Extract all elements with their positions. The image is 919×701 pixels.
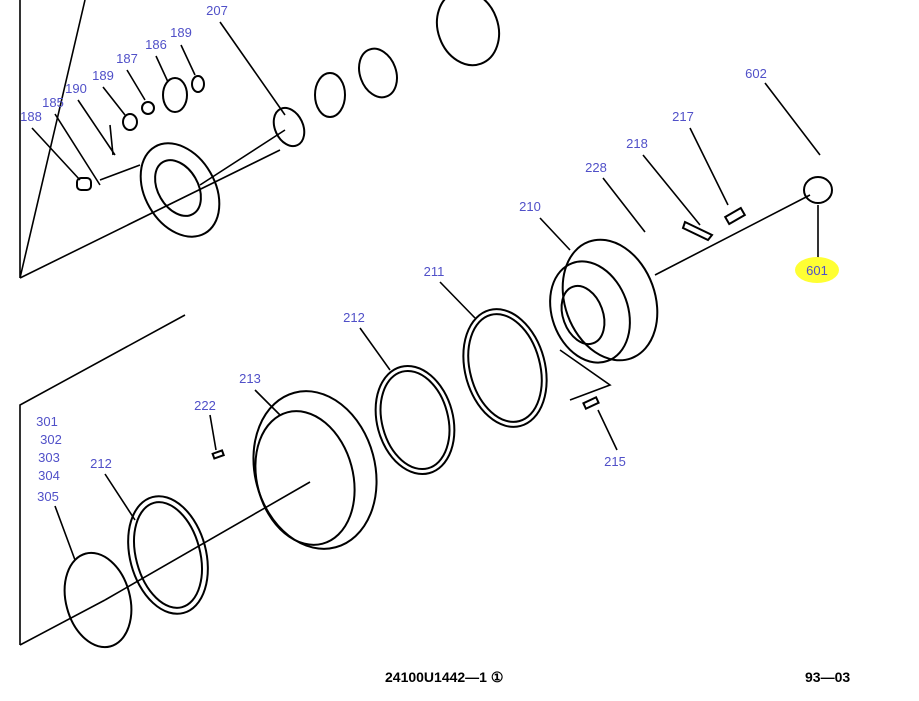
- label-190[interactable]: 190: [65, 81, 87, 96]
- label-186[interactable]: 186: [145, 37, 167, 52]
- hub-assembly: [549, 176, 833, 411]
- label-212[interactable]: 212: [90, 456, 112, 471]
- label-189[interactable]: 189: [170, 25, 192, 40]
- label-304[interactable]: 304: [38, 468, 60, 483]
- label-302[interactable]: 302: [40, 432, 62, 447]
- callout-labels: 207 189 186 187 189 190 185 188 602 217 …: [20, 3, 828, 504]
- label-212[interactable]: 212: [343, 310, 365, 325]
- leader-lines: [31, 21, 821, 561]
- label-301[interactable]: 301: [36, 414, 58, 429]
- label-207[interactable]: 207: [206, 3, 228, 18]
- label-210[interactable]: 210: [519, 199, 541, 214]
- label-218[interactable]: 218: [626, 136, 648, 151]
- highlight-601: [795, 257, 839, 283]
- label-602[interactable]: 602: [745, 66, 767, 81]
- rings: [63, 308, 548, 649]
- label-211[interactable]: 211: [424, 264, 445, 279]
- label-228[interactable]: 228: [585, 160, 607, 175]
- label-213[interactable]: 213: [239, 371, 261, 386]
- label-601[interactable]: 601: [806, 263, 828, 278]
- label-217[interactable]: 217: [672, 109, 694, 124]
- page-number: 93—03: [805, 669, 850, 685]
- label-303[interactable]: 303: [38, 450, 60, 465]
- drawing-number: 24100U1442—1 ①: [385, 669, 503, 685]
- label-222[interactable]: 222: [194, 398, 216, 413]
- label-305[interactable]: 305: [37, 489, 59, 504]
- label-215[interactable]: 215: [604, 454, 626, 469]
- label-185[interactable]: 185: [42, 95, 64, 110]
- label-187[interactable]: 187: [116, 51, 138, 66]
- carrier-assembly: [76, 0, 501, 238]
- label-189[interactable]: 189: [92, 68, 114, 83]
- label-188[interactable]: 188: [20, 109, 42, 124]
- frame-lines: [19, 0, 281, 646]
